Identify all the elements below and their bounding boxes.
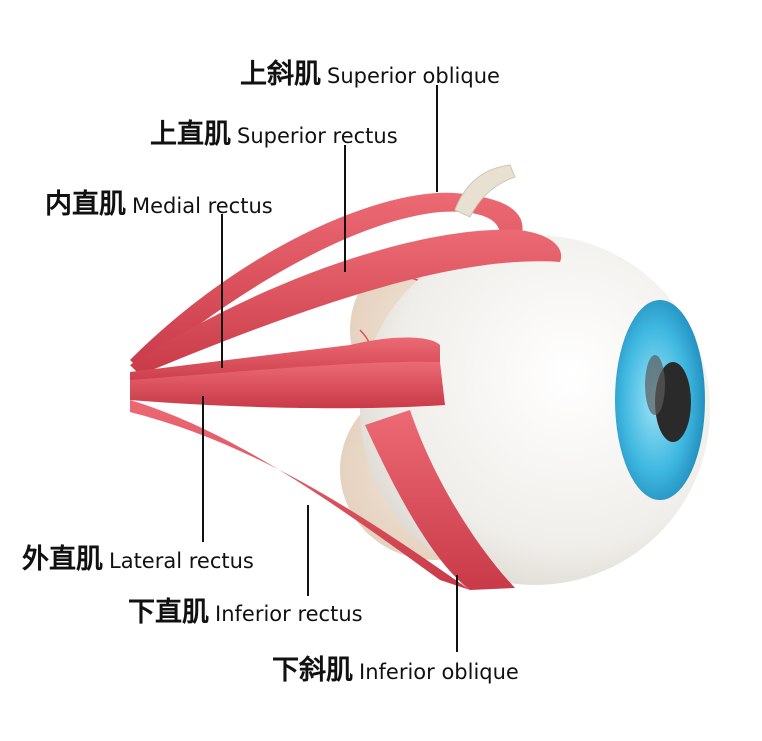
label-zh: 下直肌: [128, 597, 209, 628]
label-en: Superior oblique: [327, 64, 500, 88]
leader-lines: [202, 85, 458, 652]
label-zh: 上斜肌: [240, 59, 321, 90]
superior-oblique-muscle: [130, 192, 523, 370]
label-superior-rectus: 上直肌 Superior rectus: [150, 112, 398, 151]
label-inferior-oblique: 下斜肌 Inferior oblique: [272, 648, 519, 687]
label-medial-rectus: 内直肌 Medial rectus: [45, 182, 273, 221]
inferior-oblique-muscle: [365, 410, 515, 590]
label-zh: 内直肌: [45, 189, 126, 220]
label-zh: 上直肌: [150, 119, 231, 150]
label-zh: 下斜肌: [272, 655, 353, 686]
label-en: Inferior rectus: [215, 602, 363, 626]
label-zh: 外直肌: [22, 544, 103, 575]
trochlea: [454, 164, 516, 218]
label-en: Lateral rectus: [109, 549, 254, 573]
iris: [615, 300, 705, 500]
inferior-rectus-muscle: [130, 400, 470, 590]
superior-rectus-muscle: [130, 229, 562, 375]
label-inferior-rectus: 下直肌 Inferior rectus: [128, 590, 363, 629]
label-en: Medial rectus: [132, 194, 273, 218]
label-en: Inferior oblique: [359, 660, 519, 684]
label-superior-oblique: 上斜肌 Superior oblique: [240, 52, 500, 91]
label-en: Superior rectus: [237, 124, 398, 148]
lateral-rectus-muscle: [130, 361, 445, 409]
label-lateral-rectus: 外直肌 Lateral rectus: [22, 537, 254, 576]
